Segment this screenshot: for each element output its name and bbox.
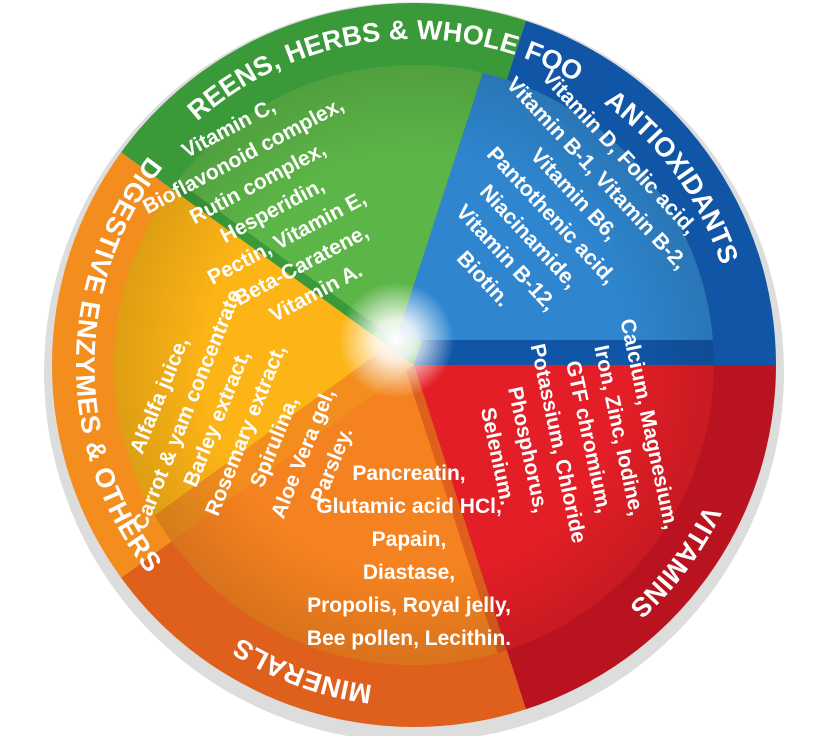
segment-items-text-digestive: Pancreatin, Glutamic acid HCl, Papain, Dias…: [307, 462, 511, 650]
segment-items-digestive: Pancreatin, Glutamic acid HCl, Papain, Dias…: [307, 462, 511, 650]
segment-item-digestive: Papain,: [372, 528, 447, 551]
segment-item-digestive: Propolis, Royal jelly,: [307, 594, 511, 617]
segment-item-digestive: Glutamic acid HCl,: [316, 495, 502, 518]
segment-item-digestive: Bee pollen, Lecithin.: [307, 627, 511, 650]
segment-item-digestive: Diastase,: [363, 561, 455, 584]
segment-item-digestive: Pancreatin,: [352, 462, 465, 485]
center-glow: [338, 282, 454, 398]
